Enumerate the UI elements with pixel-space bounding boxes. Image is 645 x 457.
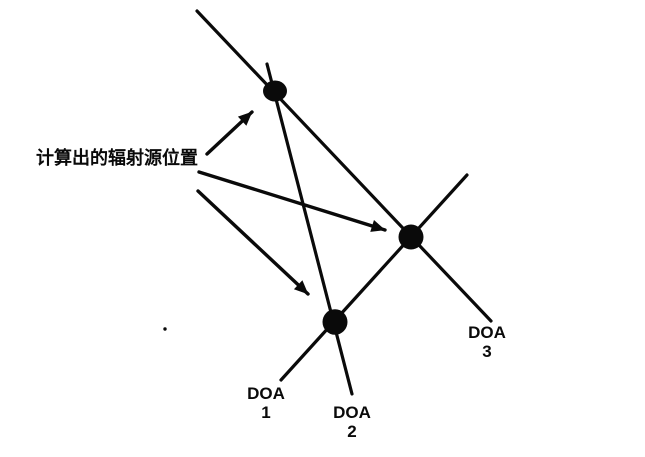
doa3-bearing-line [195, 9, 493, 323]
emitter-position-annotation: 计算出的辐射源位置 [36, 148, 198, 169]
doa1-label: DOA 1 [247, 384, 285, 422]
doa2-bearing-line [265, 62, 354, 396]
doa3-label-number: 3 [482, 342, 492, 361]
annotation-arrow-top-icon [205, 110, 254, 156]
doa1-label-number: 1 [261, 403, 271, 422]
doa2-label-number: 2 [347, 422, 357, 441]
doa1-bearing-line [279, 173, 469, 382]
doa2-label-name: DOA [333, 403, 371, 422]
annotation-arrow-bottom-icon [196, 189, 310, 296]
scan-speck-dot [163, 327, 167, 331]
doa3-label-name: DOA [468, 323, 506, 342]
emitter-dot-top [263, 80, 287, 102]
doa3-label: DOA 3 [468, 323, 506, 361]
doa2-label: DOA 2 [333, 403, 371, 441]
emitter-dot-bottom [322, 309, 348, 335]
doa1-label-name: DOA [247, 384, 285, 403]
emitter-dot-right [398, 224, 424, 250]
annotation-arrow-right-icon [197, 170, 387, 232]
